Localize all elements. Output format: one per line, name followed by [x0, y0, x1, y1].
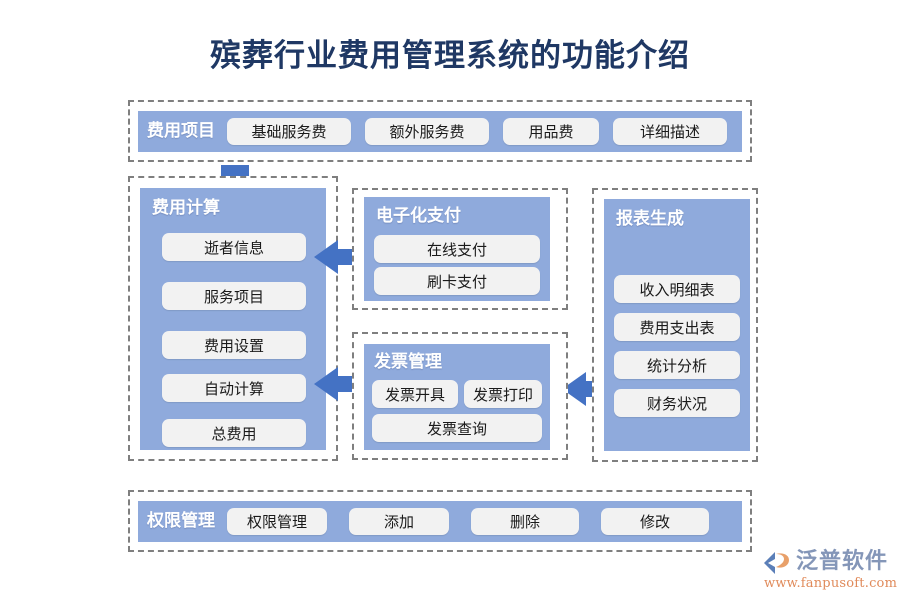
- permissions-label: 权限管理: [147, 511, 215, 531]
- invoice-print[interactable]: 发票打印: [464, 380, 542, 408]
- brand-url: www.fanpusoft.com: [764, 576, 898, 591]
- report-income-detail[interactable]: 收入明细表: [614, 275, 740, 303]
- fee-calculation-panel: 费用计算 逝者信息 服务项目 费用设置 自动计算 总费用: [140, 188, 326, 450]
- permission-edit[interactable]: 修改: [601, 508, 709, 535]
- invoice-query[interactable]: 发票查询: [372, 414, 542, 442]
- invoice-label: 发票管理: [374, 352, 442, 372]
- fee-item-basic-service[interactable]: 基础服务费: [227, 118, 351, 145]
- fee-item-description[interactable]: 详细描述: [613, 118, 727, 145]
- page-title: 殡葬行业费用管理系统的功能介绍: [210, 38, 690, 74]
- fee-calc-total-fee[interactable]: 总费用: [162, 419, 306, 447]
- fee-calc-deceased-info[interactable]: 逝者信息: [162, 233, 306, 261]
- permission-manage[interactable]: 权限管理: [227, 508, 327, 535]
- invoice-issue[interactable]: 发票开具: [372, 380, 458, 408]
- fee-item-extra-service[interactable]: 额外服务费: [365, 118, 489, 145]
- fanpu-logo-icon: [764, 552, 789, 574]
- fee-calc-auto-calculate[interactable]: 自动计算: [162, 374, 306, 402]
- epayment-panel: 电子化支付 在线支付 刷卡支付: [364, 197, 550, 301]
- permissions-panel: 权限管理 权限管理 添加 删除 修改: [138, 501, 742, 542]
- invoice-panel: 发票管理 发票开具 发票打印 发票查询: [364, 344, 550, 450]
- permission-delete[interactable]: 删除: [471, 508, 579, 535]
- fee-item-supplies[interactable]: 用品费: [503, 118, 599, 145]
- epayment-label: 电子化支付: [376, 206, 461, 226]
- arrow-down-stem: [221, 165, 249, 179]
- brand-logo: 泛普软件 www.fanpusoft.com: [762, 548, 898, 594]
- epayment-card[interactable]: 刷卡支付: [374, 267, 540, 295]
- arrow-left-head: [314, 240, 338, 274]
- report-expense[interactable]: 费用支出表: [614, 313, 740, 341]
- fee-items-label: 费用项目: [147, 121, 215, 141]
- fee-calc-service-item[interactable]: 服务项目: [162, 282, 306, 310]
- permission-add[interactable]: 添加: [349, 508, 449, 535]
- arrow-left-head: [314, 367, 338, 401]
- report-financial-status[interactable]: 财务状况: [614, 389, 740, 417]
- brand-name: 泛普软件: [796, 549, 889, 574]
- fee-calc-fee-setting[interactable]: 费用设置: [162, 331, 306, 359]
- report-panel: 报表生成 收入明细表 费用支出表 统计分析 财务状况: [604, 199, 750, 451]
- fee-items-panel: 费用项目 基础服务费 额外服务费 用品费 详细描述: [138, 111, 742, 152]
- report-statistics[interactable]: 统计分析: [614, 351, 740, 379]
- fee-calculation-label: 费用计算: [152, 198, 220, 218]
- report-label: 报表生成: [616, 209, 684, 229]
- epayment-online[interactable]: 在线支付: [374, 235, 540, 263]
